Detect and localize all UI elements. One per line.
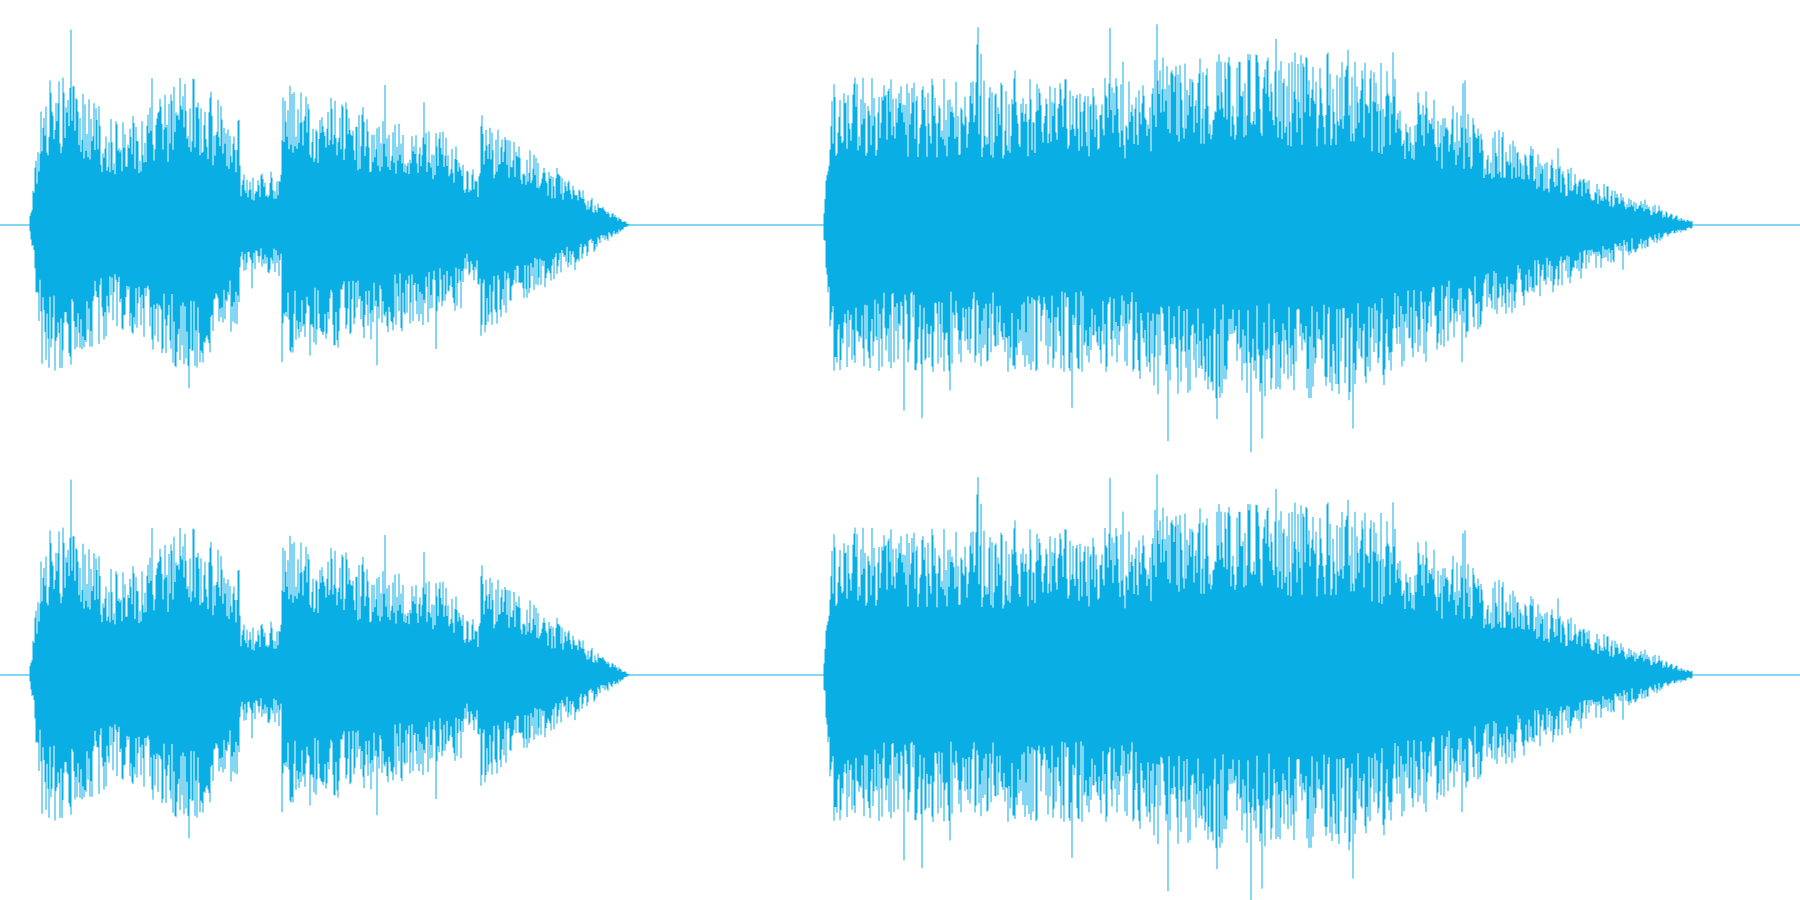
waveform-segment (29, 29, 630, 389)
waveform-segment (823, 24, 1693, 453)
channel-right-waveform (0, 474, 1800, 900)
waveform-segment (29, 479, 630, 839)
waveform-segment (823, 474, 1693, 900)
channel-left-waveform (0, 24, 1800, 453)
